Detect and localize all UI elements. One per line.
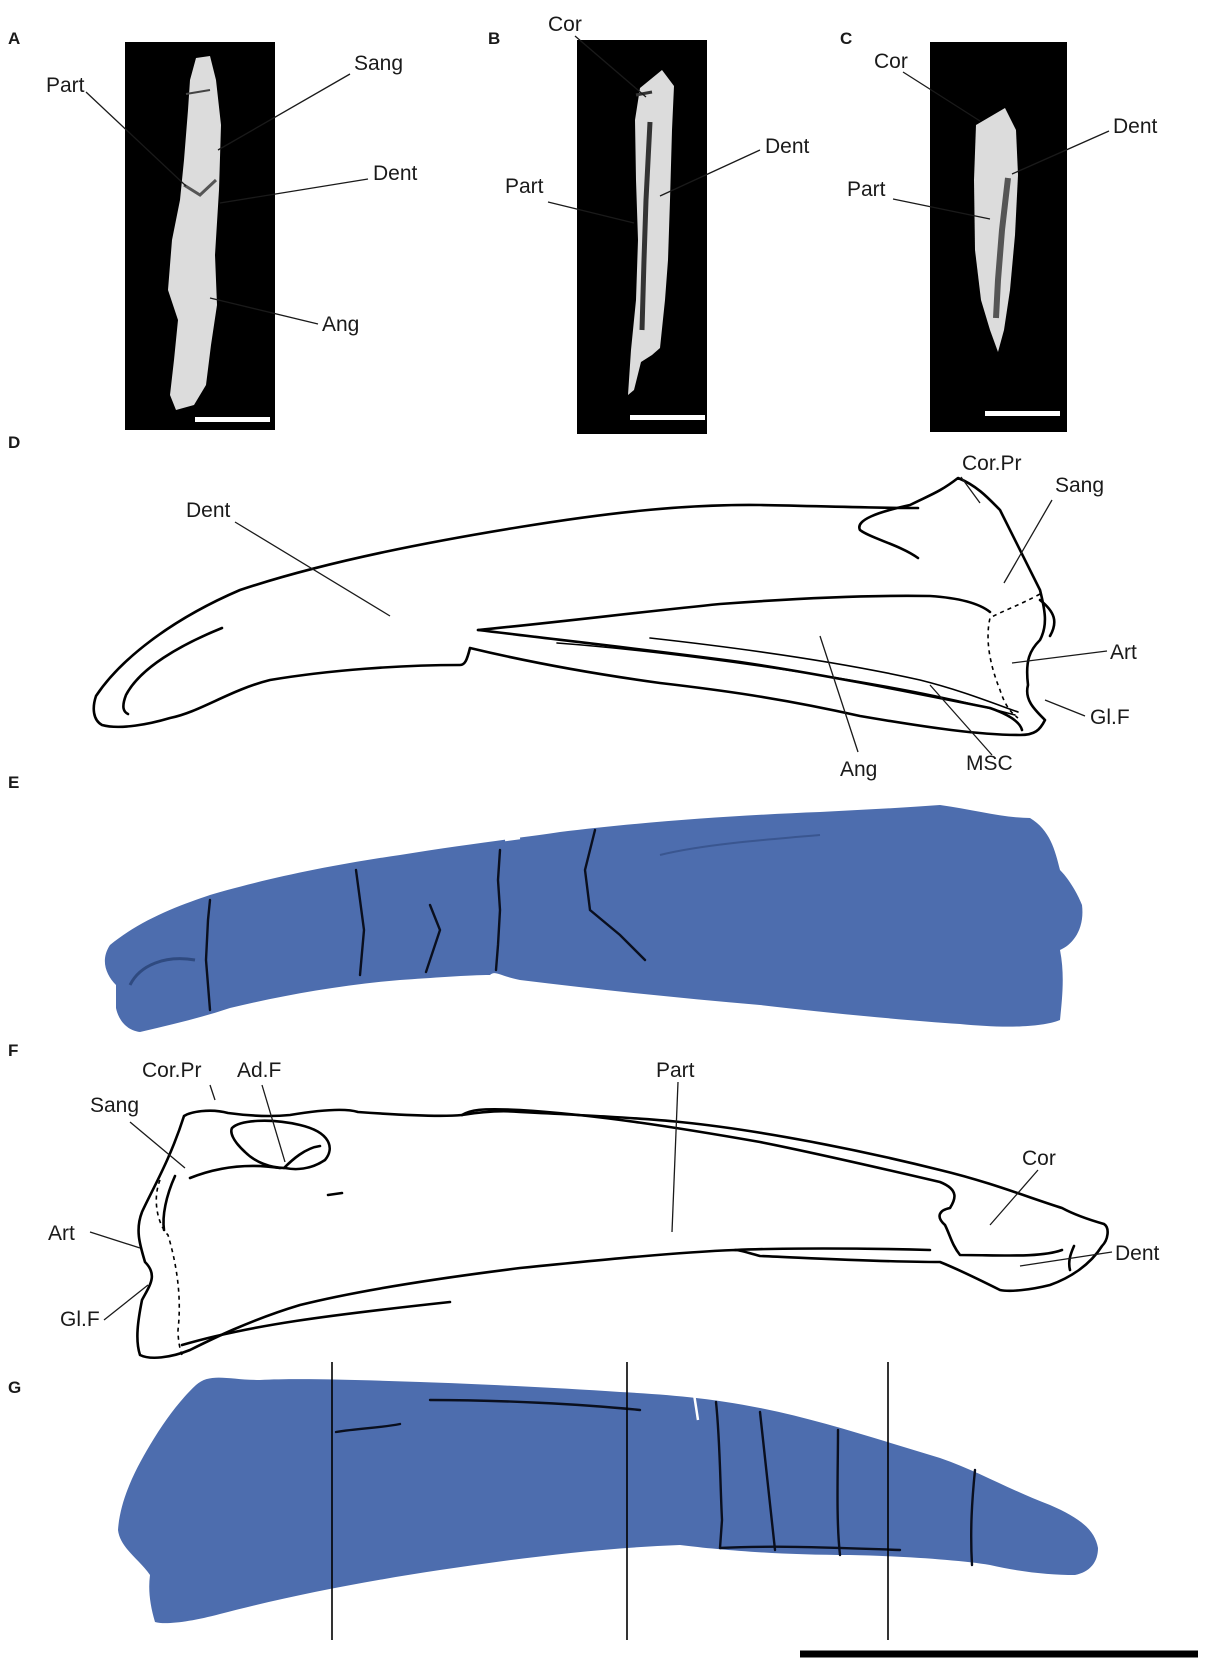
- angular-lower-edge-d: [478, 630, 1022, 730]
- label-a-dent: Dent: [373, 162, 418, 185]
- sang-edge-f: [163, 1176, 175, 1230]
- scale-bar-b: [630, 415, 705, 420]
- label-b-cor: Cor: [548, 13, 582, 36]
- panel-letter-b: B: [488, 29, 500, 48]
- model-g: [118, 1378, 1098, 1624]
- label-f-glf: Gl.F: [60, 1308, 100, 1331]
- label-f-dent: Dent: [1115, 1242, 1160, 1265]
- panel-letter-c: C: [840, 29, 852, 48]
- panel-f: F Cor.Pr Ad.F Part Sang Cor Art Dent Gl.…: [8, 1041, 1160, 1358]
- label-f-cor: Cor: [1022, 1147, 1056, 1170]
- label-a-part: Part: [46, 74, 85, 97]
- dentary-edge-f: [735, 1249, 930, 1251]
- label-d-ang: Ang: [840, 758, 877, 781]
- coronoid-boundary-f: [462, 1109, 1062, 1255]
- label-c-dent: Dent: [1113, 115, 1158, 138]
- label-f-adf: Ad.F: [237, 1059, 281, 1082]
- panel-a: A Part Sang Dent Ang: [8, 29, 418, 430]
- panel-c: C Cor Dent Part: [840, 29, 1158, 432]
- scale-bar-a: [195, 417, 270, 422]
- panel-letter-e: E: [8, 773, 19, 792]
- panel-d: D Cor.Pr Sang Dent Art Gl.F Ang MSC: [8, 433, 1137, 781]
- label-d-sang: Sang: [1055, 474, 1104, 497]
- art-suture-dashed-f: [156, 1180, 182, 1355]
- sang-crest-f: [190, 1166, 280, 1178]
- label-f-art: Art: [48, 1222, 75, 1245]
- label-b-dent: Dent: [765, 135, 810, 158]
- symphysis-groove-d: [123, 628, 222, 714]
- label-f-part: Part: [656, 1059, 695, 1082]
- panel-e: E: [8, 773, 1082, 1032]
- label-b-part: Part: [505, 175, 544, 198]
- msc-line-2: [650, 638, 1018, 712]
- label-a-sang: Sang: [354, 52, 403, 75]
- label-d-corpr: Cor.Pr: [962, 452, 1022, 475]
- panel-letter-f: F: [8, 1041, 18, 1060]
- panel-letter-a: A: [8, 29, 20, 48]
- label-d-msc: MSC: [966, 752, 1013, 775]
- jaw-outline-d: [94, 478, 1045, 735]
- label-f-sang: Sang: [90, 1094, 139, 1117]
- label-c-cor: Cor: [874, 50, 908, 73]
- art-suture-dashed-d: [988, 594, 1040, 718]
- label-f-corpr: Cor.Pr: [142, 1059, 202, 1082]
- scale-bar-c: [985, 411, 1060, 416]
- jaw-outline-f: [137, 1110, 1107, 1358]
- ventral-edge-f: [182, 1302, 450, 1345]
- panel-letter-d: D: [8, 433, 20, 452]
- label-c-part: Part: [847, 178, 886, 201]
- panel-letter-g: G: [8, 1378, 21, 1397]
- articular-edge-d: [478, 596, 990, 630]
- panel-b: B Cor Dent Part: [488, 13, 810, 434]
- label-d-glf: Gl.F: [1090, 706, 1130, 729]
- panel-g: G: [8, 1362, 1198, 1654]
- small-mark-f: [328, 1193, 342, 1195]
- label-a-ang: Ang: [322, 313, 359, 336]
- label-d-dent: Dent: [186, 499, 231, 522]
- label-d-art: Art: [1110, 641, 1137, 664]
